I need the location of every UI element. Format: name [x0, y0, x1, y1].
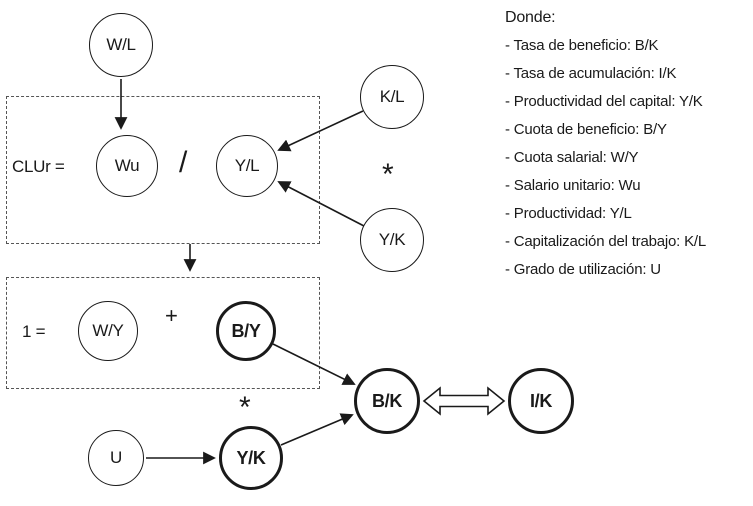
- legend: Donde: - Tasa de beneficio: B/K - Tasa d…: [505, 4, 751, 284]
- node-yl: Y/L: [216, 135, 278, 197]
- double-arrow-bk-ik: [422, 386, 506, 416]
- node-yl-label: Y/L: [234, 156, 260, 175]
- node-wl: W/L: [89, 13, 153, 77]
- node-ik-label: I/K: [529, 390, 553, 411]
- label-clur-equals: CLUr =: [12, 157, 65, 176]
- node-ik: I/K: [508, 368, 574, 434]
- operator-star-top: *: [382, 158, 394, 191]
- node-wy: W/Y: [78, 301, 138, 361]
- operator-star-bottom: *: [239, 391, 251, 424]
- node-wu-label: Wu: [114, 156, 140, 175]
- node-wl-label: W/L: [106, 35, 136, 54]
- node-yk-top: Y/K: [360, 208, 424, 272]
- legend-item: - Grado de utilización: U: [505, 261, 661, 278]
- legend-item: - Cuota salarial: W/Y: [505, 149, 639, 166]
- node-yk-bottom: Y/K: [219, 426, 283, 490]
- node-by-label: B/Y: [231, 320, 261, 341]
- label-one-equals: 1 =: [22, 322, 46, 341]
- legend-item: - Salario unitario: Wu: [505, 177, 641, 194]
- node-yk-bottom-label: Y/K: [236, 447, 266, 468]
- dashed-box-identity: [6, 277, 320, 389]
- node-by: B/Y: [216, 301, 276, 361]
- legend-item: - Capitalización del trabajo: K/L: [505, 233, 707, 250]
- legend-item: - Tasa de beneficio: B/K: [505, 37, 659, 54]
- node-yk-top-label: Y/K: [378, 230, 406, 249]
- legend-item: - Productividad: Y/L: [505, 205, 632, 222]
- dashed-box-clur: [6, 96, 320, 244]
- operator-divide: /: [179, 146, 188, 179]
- node-wu: Wu: [96, 135, 158, 197]
- node-bk-label: B/K: [371, 390, 403, 411]
- node-wy-label: W/Y: [92, 321, 124, 340]
- node-kl: K/L: [360, 65, 424, 129]
- legend-title: Donde:: [505, 9, 556, 26]
- legend-item: - Productividad del capital: Y/K: [505, 93, 703, 110]
- legend-item: - Tasa de acumulación: I/K: [505, 65, 677, 82]
- operator-plus: +: [165, 303, 178, 328]
- node-bk: B/K: [354, 368, 420, 434]
- node-u: U: [88, 430, 144, 486]
- node-kl-label: K/L: [379, 87, 405, 106]
- legend-item: - Cuota de beneficio: B/Y: [505, 121, 667, 138]
- node-u-label: U: [110, 448, 122, 467]
- arrow-ykbottom-to-bk: [280, 413, 354, 446]
